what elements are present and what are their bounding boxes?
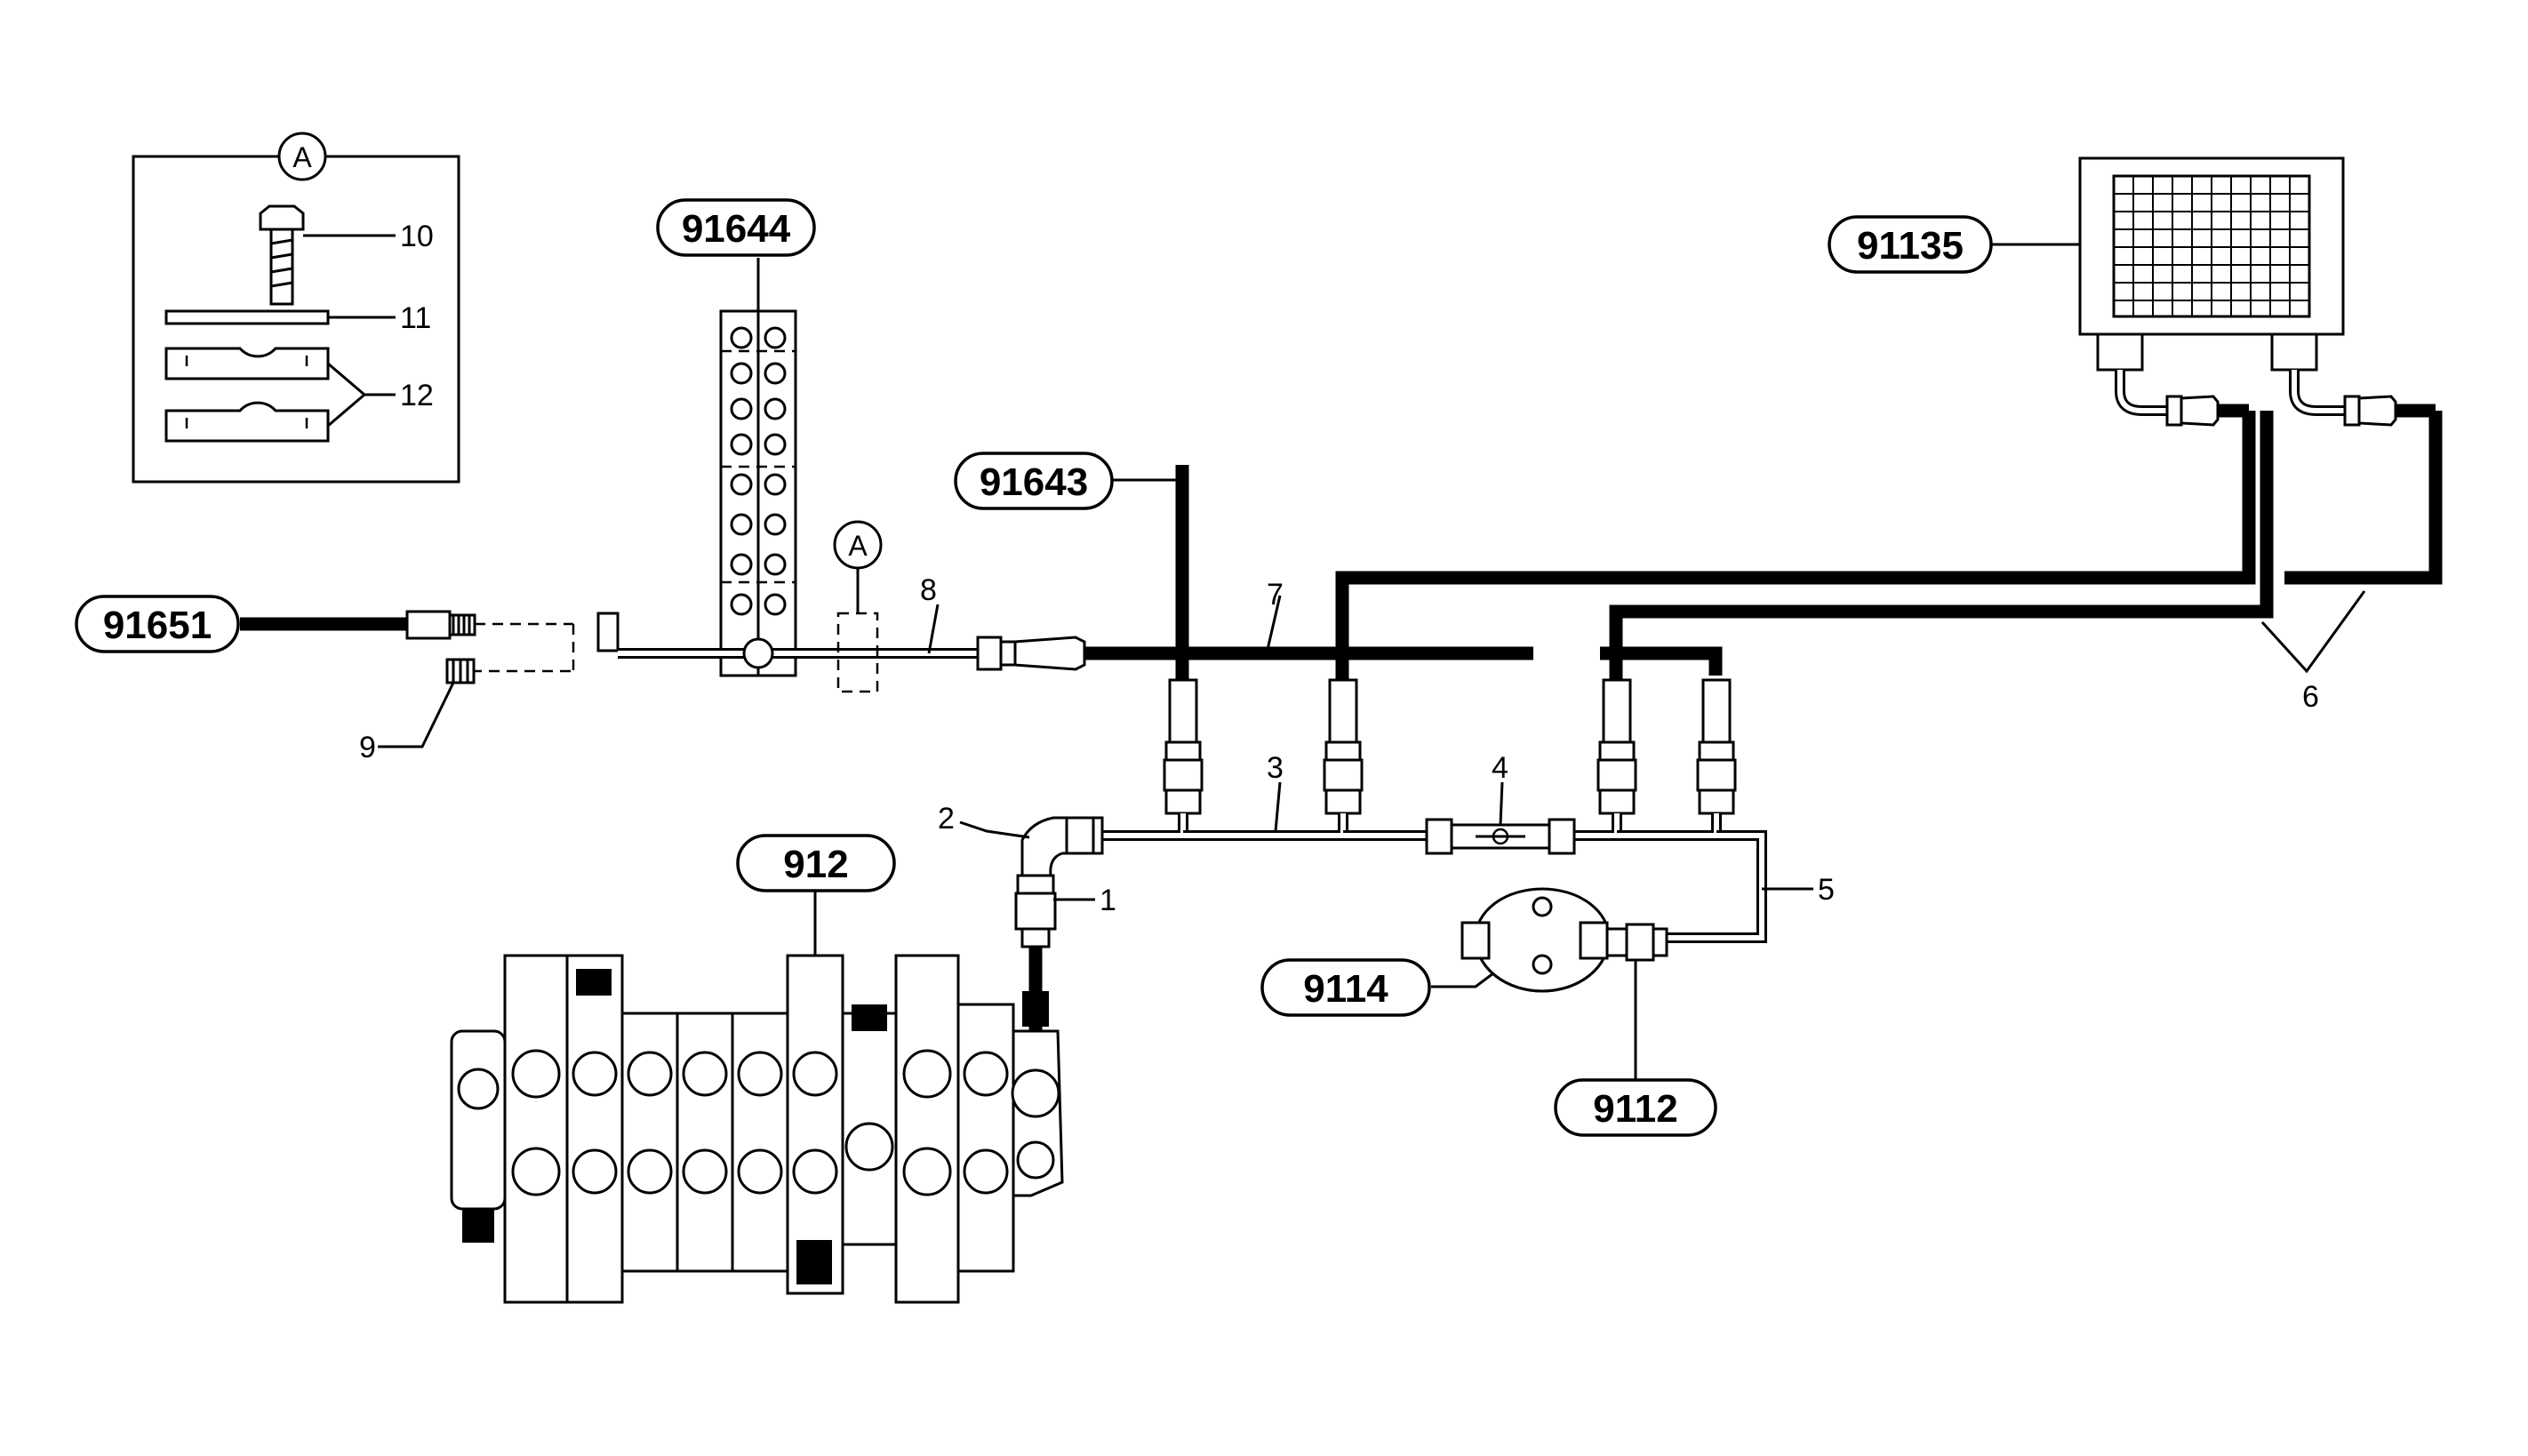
cover-plate <box>164 309 330 325</box>
check-valve <box>1425 818 1576 855</box>
item-5: 5 <box>1818 873 1835 907</box>
item-3: 3 <box>1267 751 1284 785</box>
item-11: 11 <box>400 301 431 335</box>
item-10: 10 <box>400 220 434 253</box>
svg-text:91643: 91643 <box>980 460 1088 504</box>
item-4: 4 <box>1492 751 1508 785</box>
svg-text:91135: 91135 <box>1857 224 1964 268</box>
control-valve-block <box>450 954 1064 1304</box>
hose-segment <box>1600 646 1723 676</box>
label-91643: 91643 <box>954 452 1114 510</box>
item-2: 2 <box>938 802 955 836</box>
item-9: 9 <box>359 731 376 764</box>
hose-fittings-row <box>1163 678 1737 815</box>
detail-a-box: A 10 11 12 <box>132 132 460 484</box>
hose-end-fitting <box>405 610 452 640</box>
label-912: 912 <box>736 834 896 892</box>
elbow-fitting <box>1014 816 1104 948</box>
label-9112: 9112 <box>1554 1078 1717 1137</box>
hose-6-b <box>1609 411 2274 680</box>
svg-text:912: 912 <box>783 843 848 886</box>
svg-text:91644: 91644 <box>682 207 791 251</box>
label-9114: 9114 <box>1260 958 1431 1017</box>
label-91644: 91644 <box>656 198 816 257</box>
item-7: 7 <box>1267 578 1284 612</box>
item-8: 8 <box>920 573 937 607</box>
clamp-half-lower <box>164 401 330 443</box>
clamp-half-upper <box>164 347 330 380</box>
item-1: 1 <box>1100 884 1116 917</box>
hose-crimp-fitting <box>1013 636 1086 671</box>
svg-text:9112: 9112 <box>1593 1087 1677 1131</box>
filter-fitting <box>1605 923 1668 962</box>
item-6: 6 <box>2302 680 2319 714</box>
hose-6-a <box>1335 411 2256 680</box>
return-filter <box>1460 887 1611 993</box>
callout-a-marker: A <box>848 530 868 562</box>
oil-cooler <box>2078 156 2397 427</box>
detail-a-marker: A <box>292 141 312 173</box>
hose-6-c <box>2284 411 2443 585</box>
clamp-rail <box>719 309 797 677</box>
svg-text:9114: 9114 <box>1303 967 1388 1011</box>
tube-nut <box>596 612 620 652</box>
item-12: 12 <box>400 379 434 412</box>
svg-text:91651: 91651 <box>103 604 212 647</box>
bolt-part <box>259 204 305 306</box>
label-91651: 91651 <box>75 595 240 653</box>
label-91135: 91135 <box>1828 215 1993 274</box>
